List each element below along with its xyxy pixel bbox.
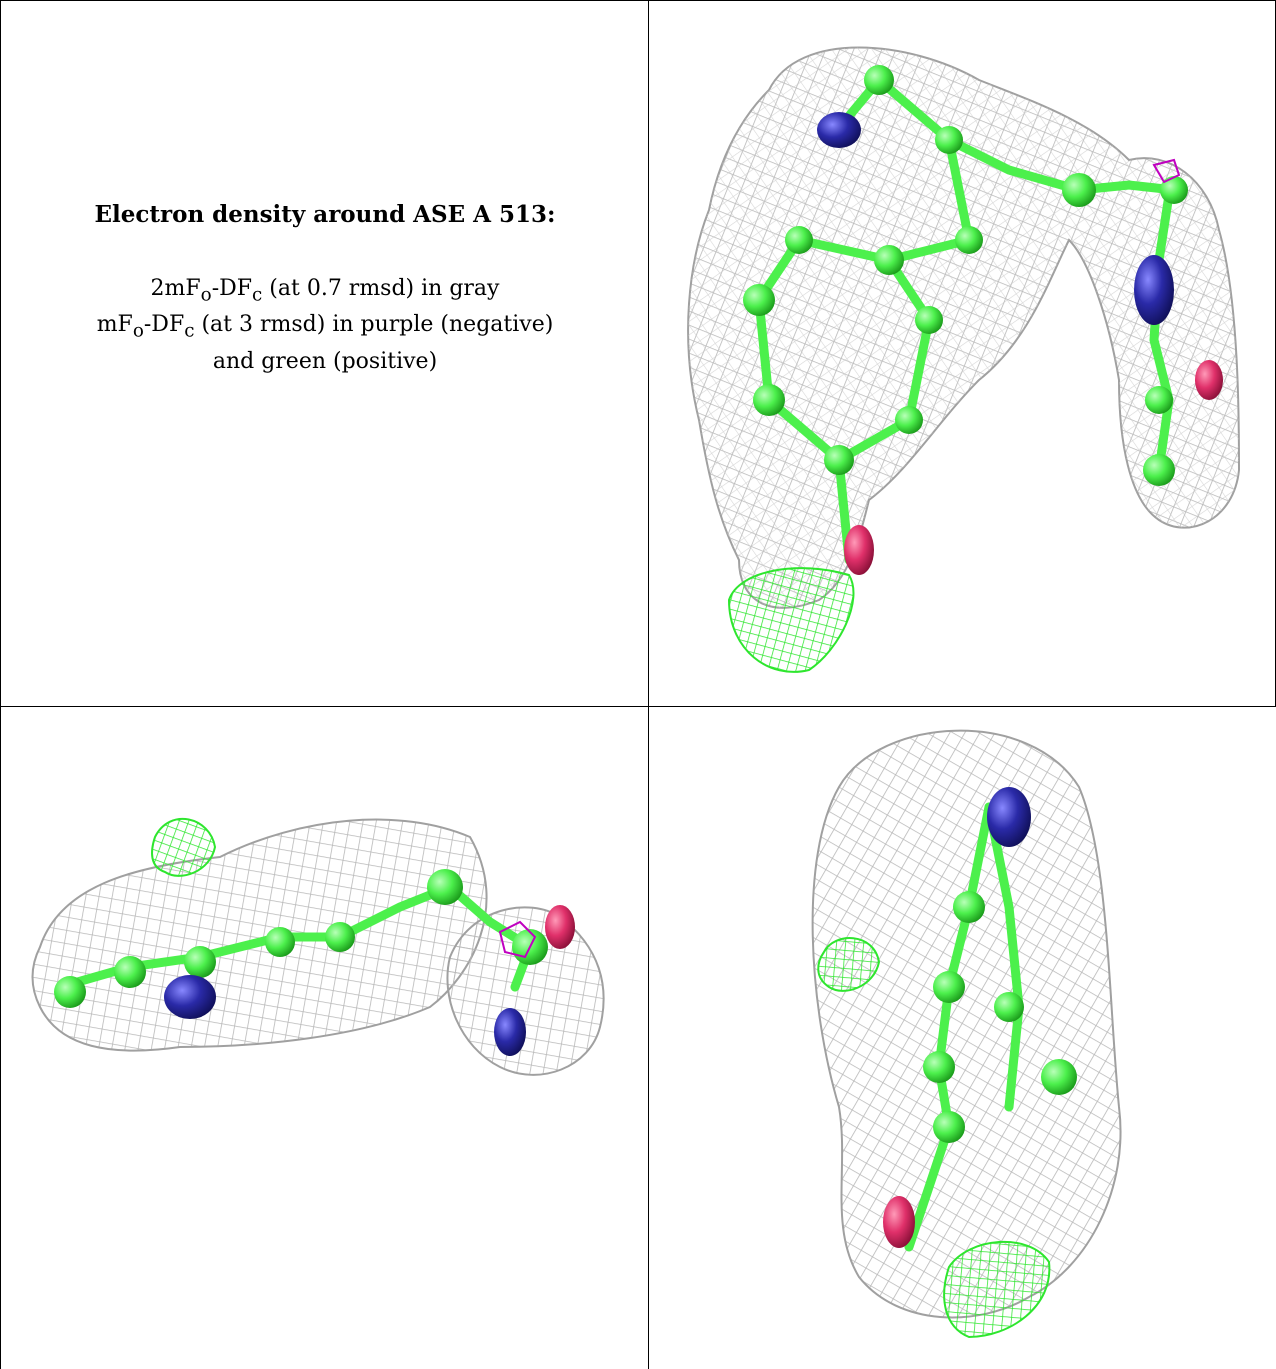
ligand-atoms <box>743 65 1223 575</box>
frame-vertical-divider <box>648 0 649 1369</box>
frame-horizontal-divider <box>0 706 1276 707</box>
legend-fofc: mFo-DFc (at 3 rmsd) in purple (negative) <box>96 312 554 342</box>
mesh-fofc-positive-green <box>151 818 217 877</box>
view-bottom-left <box>0 707 648 1369</box>
legend-2fofc: 2mFo-DFc (at 0.7 rmsd) in gray <box>150 276 500 306</box>
caption-title: Electron density around ASE A 513: <box>94 201 556 228</box>
density-render-top-right <box>687 46 1241 673</box>
ligand-atoms <box>883 787 1077 1248</box>
mesh-fofc-positive-green <box>727 567 855 673</box>
mesh-fofc-positive-green <box>817 937 881 992</box>
frame-top <box>0 0 1276 1</box>
density-render-bottom-left <box>31 818 605 1076</box>
mesh-fofc-negative-purple <box>498 920 537 959</box>
mesh-2fofc-gray <box>811 729 1122 1319</box>
ligand-bonds <box>55 881 536 992</box>
legend-fofc-positive: and green (positive) <box>212 348 438 374</box>
caption: Electron density around ASE A 513: 2mFo-… <box>30 200 620 377</box>
mesh-fofc-negative-purple <box>1152 158 1181 184</box>
caption-panel: Electron density around ASE A 513: 2mFo-… <box>0 0 648 706</box>
view-top-right <box>649 0 1276 706</box>
density-render-bottom-right <box>811 729 1122 1339</box>
frame-left <box>0 0 1 1369</box>
mesh-fofc-positive-green <box>943 1241 1051 1339</box>
mesh-2fofc-gray <box>31 818 605 1076</box>
view-bottom-right <box>649 707 1276 1369</box>
